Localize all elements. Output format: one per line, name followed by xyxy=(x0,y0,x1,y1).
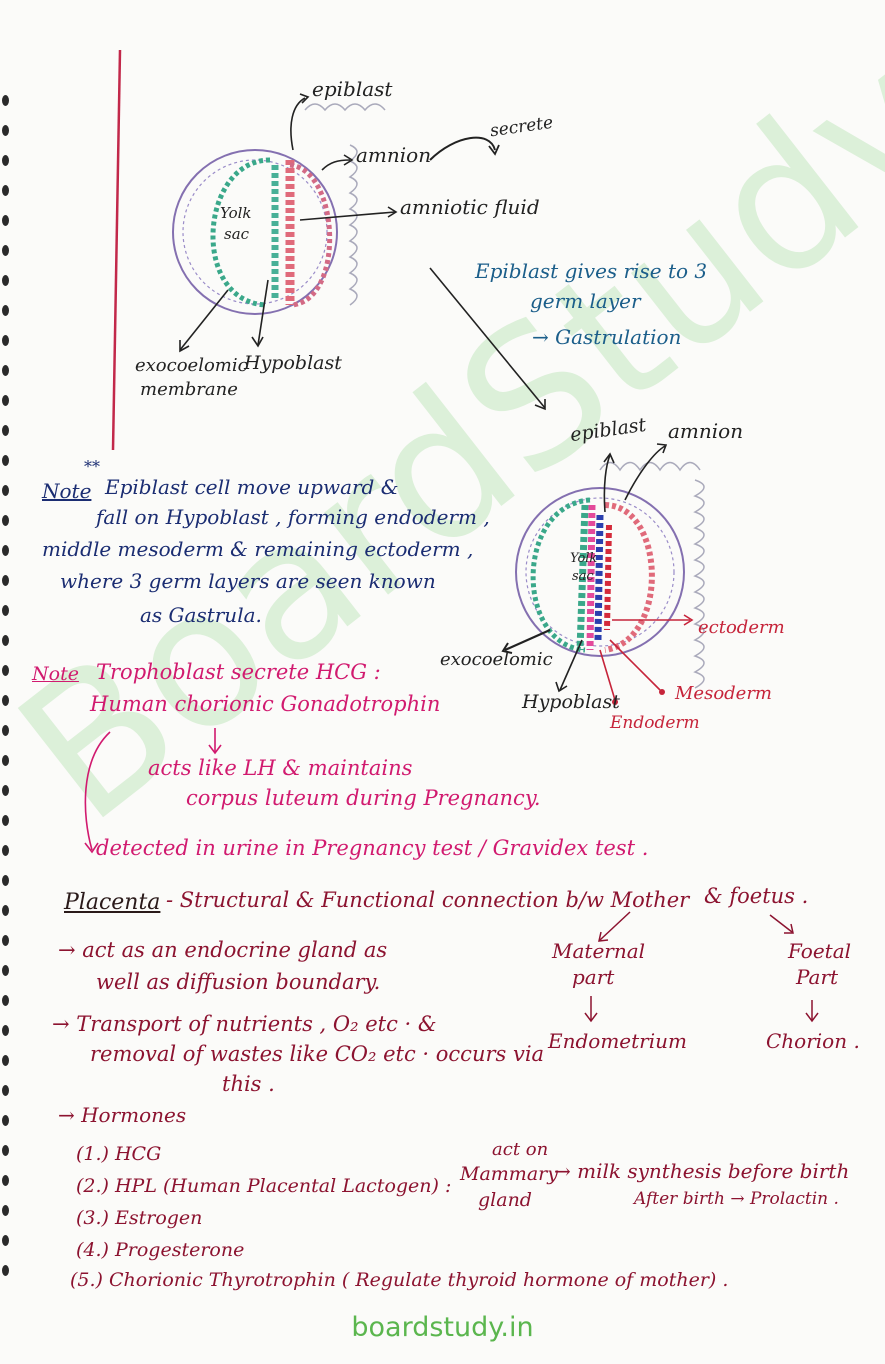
d1-exocoelomic-label: exocoelomic xyxy=(135,355,248,376)
d2-amnion-label: amnion xyxy=(668,419,744,443)
placenta-definition: - Structural & Functional connection b/w… xyxy=(166,888,690,912)
note2-line3: acts like LH & maintains xyxy=(148,756,413,780)
placenta-title: Placenta xyxy=(64,890,161,915)
d1-hypoblast-label: Hypoblast xyxy=(244,352,342,374)
note1-line2: fall on Hypoblast , forming endoderm , xyxy=(96,505,490,529)
d1-sac-label: sac xyxy=(224,225,250,243)
d1-epiblast-label: epiblast xyxy=(312,77,393,101)
side-note-line2: germ layer xyxy=(530,289,641,313)
note1-label: Note xyxy=(42,479,92,503)
endometrium-label: Endometrium xyxy=(548,1029,687,1053)
side-note-line3: → Gastrulation xyxy=(532,325,682,349)
note1-line1: Epiblast cell move upward & xyxy=(105,475,399,499)
hormones-heading: → Hormones xyxy=(58,1103,187,1127)
chorion-label: Chorion . xyxy=(766,1029,860,1053)
maternal-label: Maternal xyxy=(552,939,646,963)
placenta-point2-line2: removal of wastes like CO₂ etc · occurs … xyxy=(90,1042,545,1066)
after-birth-label: After birth → Prolactin . xyxy=(634,1189,839,1209)
mammary-label: Mammary xyxy=(460,1163,558,1185)
hormone-2: (2.) HPL (Human Placental Lactogen) : xyxy=(76,1175,452,1197)
placenta-and-foetus: & foetus . xyxy=(704,884,809,908)
note2-line4: corpus luteum during Pregnancy. xyxy=(186,786,541,810)
maternal-part-label: part xyxy=(572,965,615,989)
d1-yolk-label: Yolk xyxy=(220,204,252,222)
note1-line5: as Gastrula. xyxy=(140,603,262,627)
d1-amniotic-fluid-label: amniotic fluid xyxy=(400,195,540,219)
hormone-4: (4.) Progesterone xyxy=(76,1239,245,1261)
blastocyst-diagram-1 xyxy=(172,93,546,411)
note1-line3: middle mesoderm & remaining ectoderm , xyxy=(42,537,474,561)
maternal-branch-arrow xyxy=(599,911,631,941)
gastrula-diagram-2 xyxy=(501,443,705,705)
placenta-point2-line3: this . xyxy=(222,1072,275,1096)
note2-line5: detected in urine in Pregnancy test / Gr… xyxy=(96,836,649,860)
milk-synthesis-label: → milk synthesis before birth xyxy=(554,1159,850,1183)
placenta-point1-line2: well as diffusion boundary. xyxy=(96,970,381,994)
side-note-line1: Epiblast gives rise to 3 xyxy=(475,259,708,283)
margin-line xyxy=(111,49,122,451)
d2-exocoelomic-label: exocoelomic xyxy=(440,649,553,670)
d2-endoderm-label: Endoderm xyxy=(610,713,700,733)
foetal-label: Foetal xyxy=(788,939,852,963)
detected-curve-arrow xyxy=(84,731,111,851)
act-on-label: act on xyxy=(492,1139,549,1160)
note1-line4: where 3 germ layers are seen known xyxy=(60,569,436,593)
note2-line1: Trophoblast secrete HCG : xyxy=(96,660,381,684)
placenta-point2-line1: → Transport of nutrients , O₂ etc · & xyxy=(52,1012,437,1036)
d2-ectoderm-label: ectoderm xyxy=(698,617,785,638)
foetal-part-label: Part xyxy=(796,965,839,989)
d2-sac-label: sac xyxy=(572,569,594,584)
note1-stars: ** xyxy=(84,457,100,476)
footer-site-label: boardstudy.in xyxy=(351,1312,534,1343)
note2-line2: Human chorionic Gonadotrophin xyxy=(90,692,441,716)
d1-membrane-label: membrane xyxy=(140,379,238,400)
note2-label: Note xyxy=(32,663,79,685)
gland-label: gland xyxy=(478,1189,532,1211)
d2-mesoderm-label: Mesoderm xyxy=(675,683,773,704)
d1-amnion-label: amnion xyxy=(356,143,432,167)
placenta-point1-line1: → act as an endocrine gland as xyxy=(58,938,388,962)
hormone-3: (3.) Estrogen xyxy=(76,1207,203,1229)
foetal-branch-arrow xyxy=(769,914,793,933)
d2-hypoblast-label: Hypoblast xyxy=(522,691,620,713)
hormone-5: (5.) Chorionic Thyrotrophin ( Regulate t… xyxy=(70,1269,729,1291)
hormone-1: (1.) HCG xyxy=(76,1143,162,1165)
d2-yolk-label: Yolk xyxy=(570,551,598,566)
